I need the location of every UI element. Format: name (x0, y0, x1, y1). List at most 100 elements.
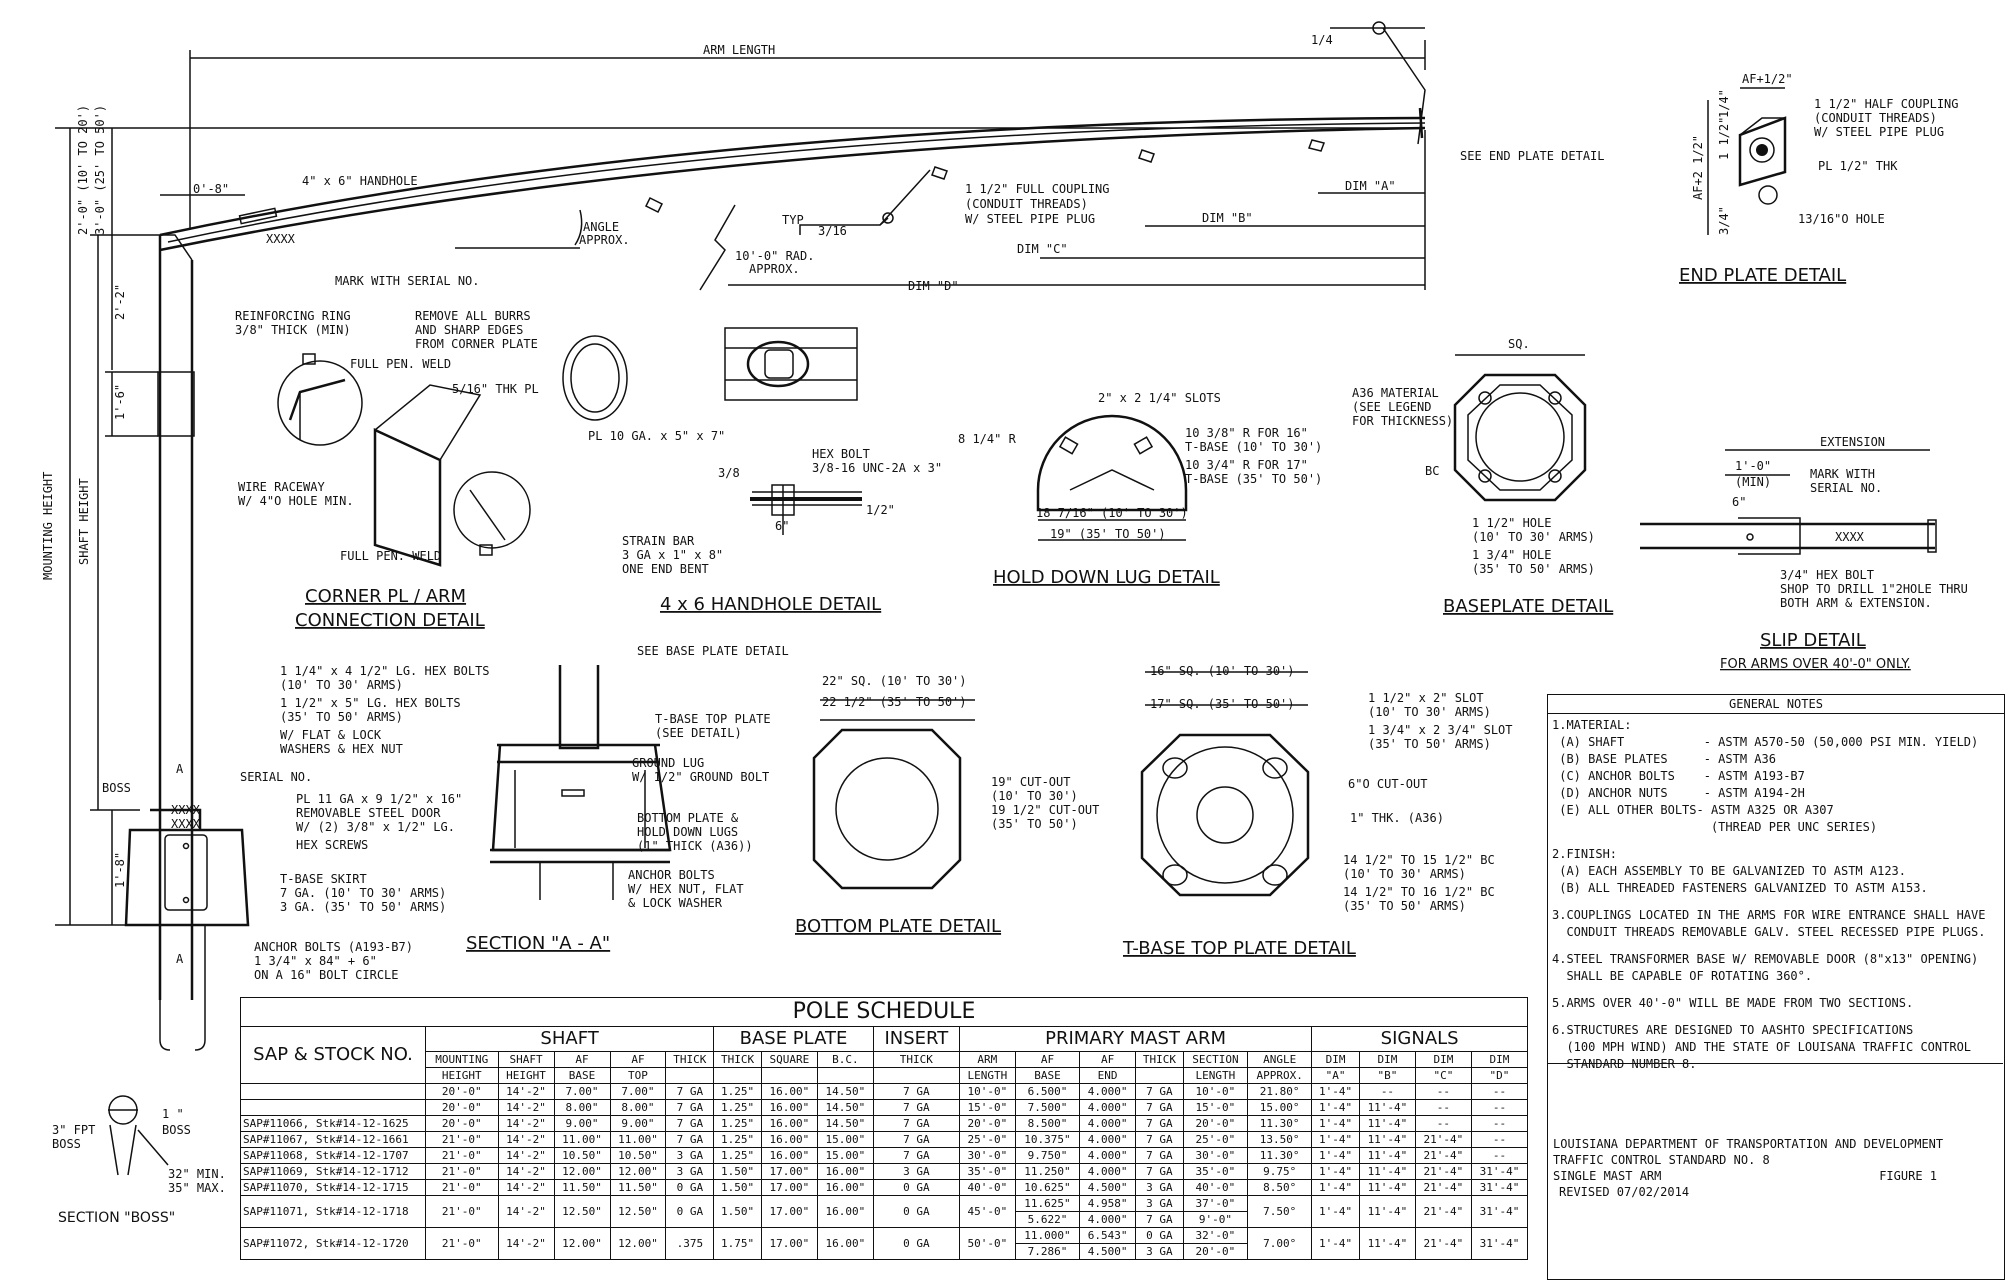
five-sixteenths-label: 5/16" THK PL (452, 382, 539, 396)
dim-2-2-label: 2'-2" (113, 284, 127, 320)
baseplate-title: BASEPLATE DETAIL (1443, 596, 1613, 617)
bc-label-4: (35' TO 50' ARMS) (1343, 899, 1466, 913)
table-cell: 11.625" (1014, 1195, 1081, 1212)
table-cell: 16.00" (760, 1147, 818, 1164)
table-cell: -- (1470, 1147, 1529, 1164)
column-header-top: SHAFT (497, 1051, 555, 1068)
section-boss-drawing (108, 1095, 169, 1176)
handhole-title: 4 x 6 HANDHOLE DETAIL (660, 594, 881, 615)
angle-label-2: APPROX. (579, 233, 630, 247)
note-line: (D) ANCHOR NUTS - ASTM A194-2H (1552, 786, 1805, 800)
corner-title-1: CORNER PL / ARM (305, 586, 466, 607)
sap-cell: SAP#11071, Stk#14-12-1718 (240, 1195, 426, 1228)
table-cell: -- (1470, 1115, 1529, 1132)
note-line: 2.FINISH: (1552, 847, 1618, 861)
skirt-label-1: T-BASE SKIRT (280, 872, 367, 886)
column-header-top: SQUARE (760, 1051, 818, 1068)
column-header-top: SECTION (1182, 1051, 1249, 1068)
table-cell: 11'-4" (1358, 1195, 1416, 1228)
dim-3-0-label: 3'-0" (25' TO 50') (93, 105, 107, 235)
hold-down-title: HOLD DOWN LUG DETAIL (993, 567, 1220, 588)
table-cell: 21'-4" (1414, 1147, 1472, 1164)
table-cell: 7 GA (665, 1083, 715, 1100)
sap-cell (240, 1083, 426, 1100)
table-cell: 11'-4" (1358, 1115, 1416, 1132)
table-cell: 3 GA (1135, 1243, 1184, 1260)
table-cell: 21'-0" (425, 1179, 499, 1196)
column-header-bottom (816, 1067, 874, 1084)
table-cell: 10.375" (1014, 1131, 1081, 1148)
table-cell: 10'-0" (958, 1083, 1016, 1100)
table-cell: 7 GA (872, 1131, 960, 1148)
table-cell: 3 GA (665, 1147, 715, 1164)
table-cell: 8.50° (1247, 1179, 1313, 1196)
tbase-top-label-1: T-BASE TOP PLATE (655, 712, 771, 726)
table-cell: 7.00" (553, 1083, 611, 1100)
cutout-label-4: (35' TO 50') (991, 817, 1078, 831)
dim-0-8-label: 0'-8" (193, 182, 229, 196)
table-cell: 1.50" (713, 1179, 762, 1196)
table-cell: 7 GA (665, 1131, 715, 1148)
note-line: (100 MPH WIND) AND THE STATE OF LOUISANA… (1552, 1040, 1972, 1054)
title-block: LOUISIANA DEPARTMENT OF TRANSPORTATION A… (1547, 1063, 2003, 1200)
table-cell: 30'-0" (958, 1147, 1016, 1164)
table-cell: 14'-2" (497, 1163, 555, 1180)
column-header-bottom: "C" (1414, 1067, 1472, 1084)
table-cell: 12.00" (609, 1163, 667, 1180)
six-in-label-2: 6" (1732, 495, 1746, 509)
table-cell: 0 GA (665, 1195, 715, 1228)
note-line: (E) ALL OTHER BOLTS- ASTM A325 OR A307 (1552, 803, 1834, 817)
table-cell: 16.00" (816, 1195, 874, 1228)
sec-bolts-label-4: (35' TO 50' ARMS) (280, 710, 403, 724)
mark-with-label-1: MARK WITH (1810, 467, 1875, 481)
hex-bolt-34-label-2: SHOP TO DRILL 1"2HOLE THRU (1780, 582, 1968, 596)
cutout-label-1: 19" CUT-OUT (991, 775, 1070, 789)
slot-label-3: 1 3/4" x 2 3/4" SLOT (1368, 723, 1513, 737)
hole-label-2: (10' TO 30' ARMS) (1472, 530, 1595, 544)
fpt-label-2: BOSS (52, 1137, 81, 1151)
sap-cell: SAP#11069, Stk#14-12-1712 (240, 1163, 426, 1180)
column-header-bottom (713, 1067, 762, 1084)
column-header-bottom: BASE (553, 1067, 611, 1084)
hex-bolt-label-2: 3/8-16 UNC-2A x 3" (812, 461, 942, 475)
note-line: 1.MATERIAL: (1552, 718, 1632, 732)
table-cell: 7 GA (1135, 1083, 1184, 1100)
table-cell: -- (1414, 1115, 1472, 1132)
table-cell: 7 GA (1135, 1163, 1184, 1180)
column-header-bottom: LENGTH (1182, 1067, 1249, 1084)
table-cell: 8.00" (553, 1099, 611, 1116)
table-cell: -- (1470, 1131, 1529, 1148)
anchor-b-label-3: ON A 16" BOLT CIRCLE (254, 968, 399, 982)
table-cell: 16.00" (816, 1179, 874, 1196)
table-cell: 0 GA (872, 1227, 960, 1260)
note-line: 6.STRUCTURES ARE DESIGNED TO AASHTO SPEC… (1552, 1023, 1914, 1037)
column-header-top: ANGLE (1247, 1051, 1313, 1068)
table-cell: 7.00" (609, 1083, 667, 1100)
table-cell: 20'-0" (425, 1115, 499, 1132)
table-cell: 4.000" (1079, 1147, 1137, 1164)
table-cell: 14'-2" (497, 1083, 555, 1100)
general-notes-title: GENERAL NOTES (1548, 695, 2004, 714)
letter-a-bottom: A (176, 952, 184, 966)
one-ft-label: 1'-0" (1735, 459, 1771, 473)
table-cell: 4.000" (1079, 1163, 1137, 1180)
ground-label-2: W/ 1/2" GROUND BOLT (632, 770, 769, 784)
note-line: (THREAD PER UNC SERIES) (1552, 820, 1878, 834)
door-label-4: HEX SCREWS (296, 838, 368, 852)
strain-label-1: STRAIN BAR (622, 534, 695, 548)
table-cell: 4.000" (1079, 1131, 1137, 1148)
table-cell: 35'-0" (1182, 1163, 1249, 1180)
column-header-bottom (1135, 1067, 1184, 1084)
half-coupling-label-1: 1 1/2" HALF COUPLING (1814, 97, 1959, 111)
door-label-3: W/ (2) 3/8" x 1/2" LG. (296, 820, 455, 834)
title-block-revised: REVISED 07/02/2014 (1559, 1185, 1690, 1199)
pole-elevation (124, 21, 1426, 1051)
table-cell: 16.00" (760, 1115, 818, 1132)
ep-quarter-label: 1/4" (1717, 89, 1731, 118)
shaft-height-label: SHAFT HEIGHT (77, 478, 91, 565)
table-cell: 16.00" (760, 1131, 818, 1148)
table-cell: 21'-4" (1414, 1131, 1472, 1148)
